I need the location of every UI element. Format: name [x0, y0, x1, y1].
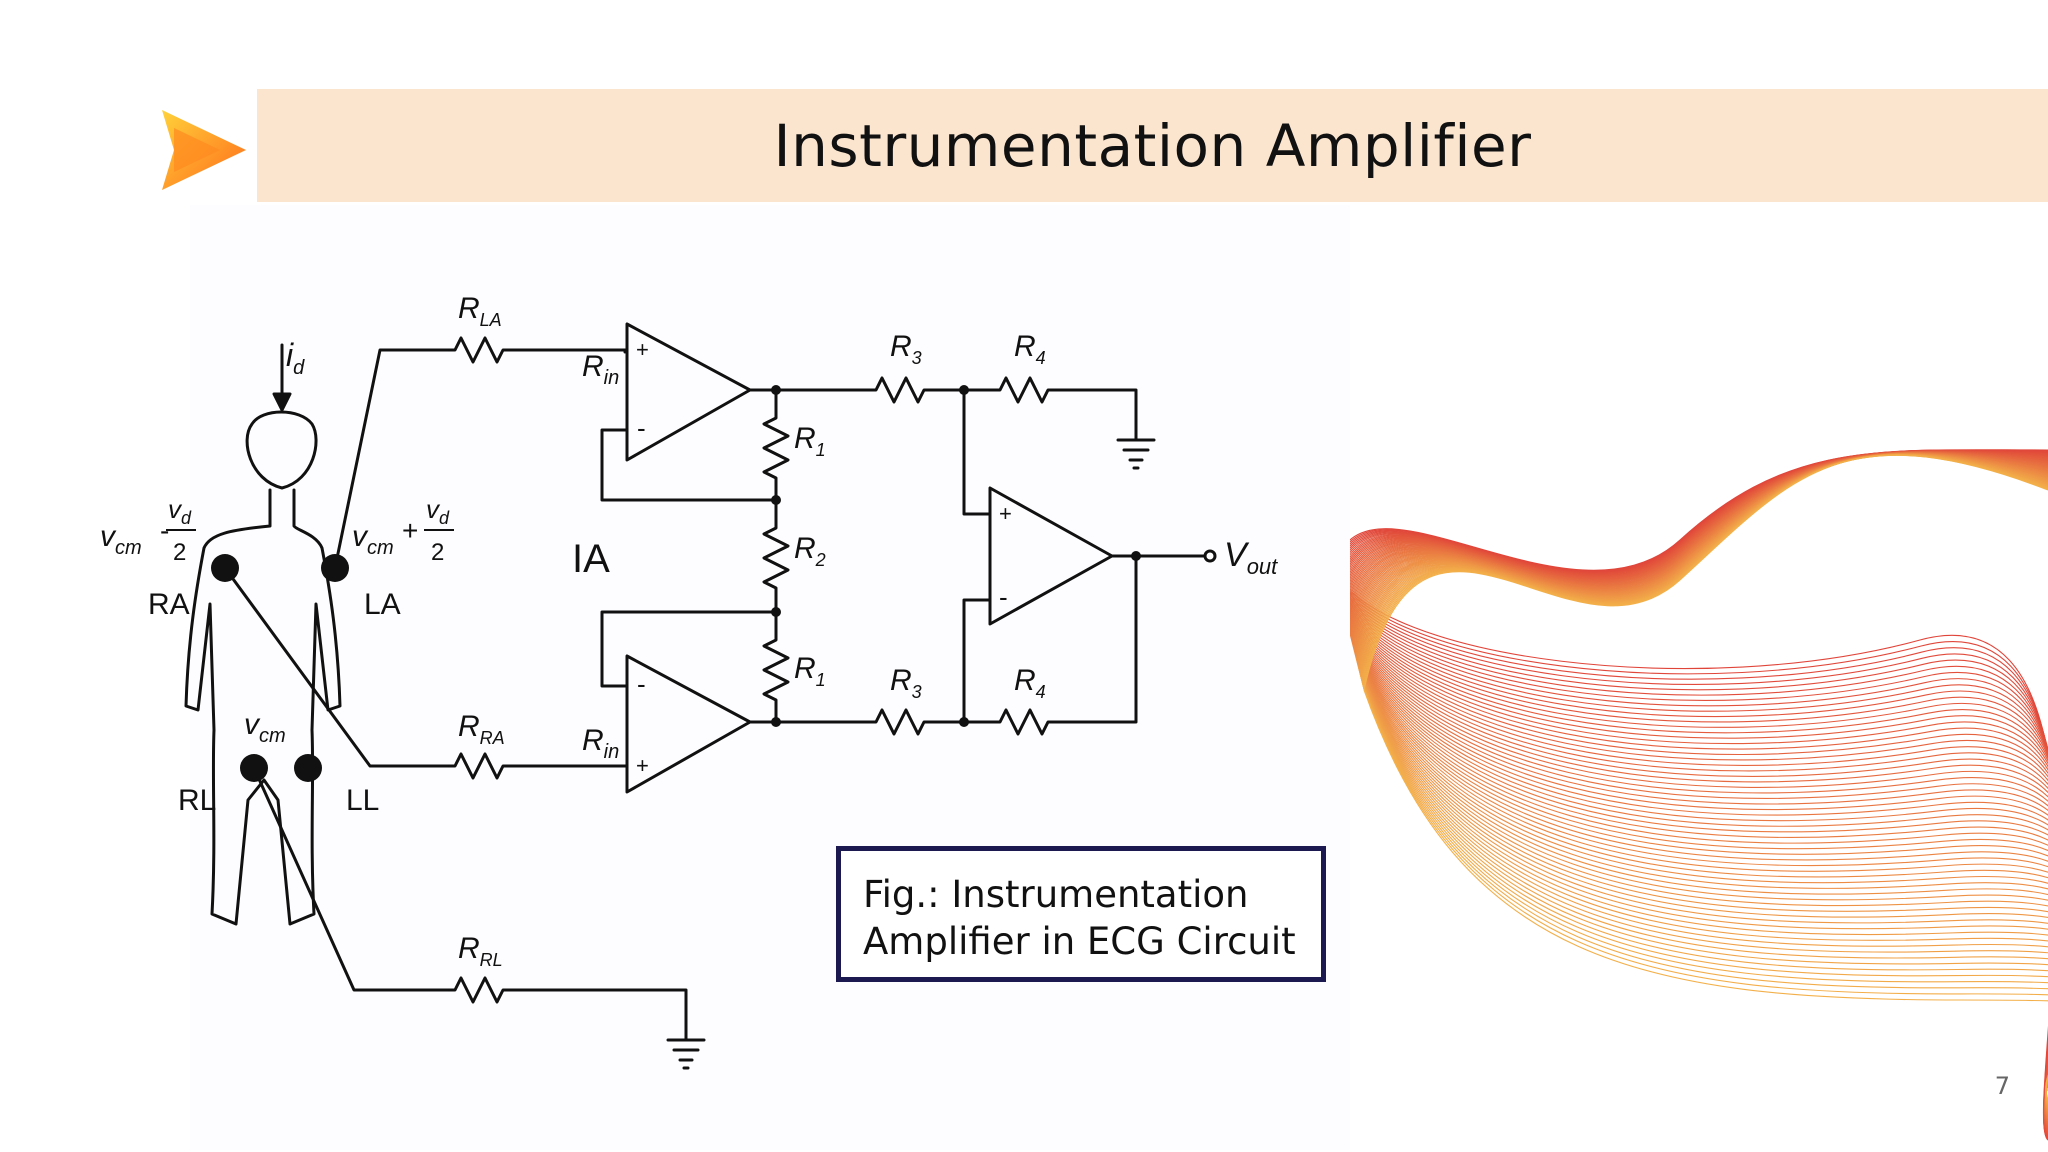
label-rra: RRA — [458, 710, 505, 748]
svg-text:2: 2 — [173, 539, 186, 566]
opamp-bottom — [625, 654, 752, 794]
label-r4-top: R4 — [1014, 330, 1046, 368]
la-voltage-label: vcm + vd 2 — [352, 494, 454, 566]
label-rin-bottom: Rin — [582, 724, 619, 763]
opamp-diff-minus: - — [999, 582, 1008, 612]
label-vout: Vout — [1224, 536, 1278, 579]
slide-title: Instrumentation Amplifier — [773, 111, 1532, 180]
label-r3-bottom: R3 — [890, 664, 922, 702]
output-terminal — [1203, 549, 1217, 563]
label-r3-top: R3 — [890, 330, 922, 368]
current-label: id — [286, 337, 305, 379]
figure-caption: Fig.: Instrumentation Amplifier in ECG C… — [863, 873, 1296, 963]
opamp-bottom-plus: + — [636, 753, 649, 778]
opamp-difference — [988, 486, 1114, 626]
page-number: 7 — [1994, 1072, 2010, 1100]
title-band: Instrumentation Amplifier — [257, 89, 2048, 202]
human-figure — [245, 410, 318, 490]
label-rin-top: Rin — [582, 350, 619, 389]
label-rla: RLA — [458, 292, 502, 330]
svg-text:+: + — [402, 515, 418, 546]
opamp-top — [625, 322, 752, 462]
electrode-rl — [240, 754, 268, 782]
label-r2: R2 — [794, 532, 826, 570]
opamp-bottom-minus: - — [637, 669, 646, 699]
ra-voltage-label: vcm - vd 2 — [100, 494, 196, 566]
opamp-diff-plus: + — [999, 501, 1012, 526]
label-rrl: RRL — [458, 932, 503, 970]
svg-text:vcm: vcm — [100, 520, 142, 559]
svg-text:-: - — [160, 515, 169, 546]
mesh-line — [1363, 454, 2048, 1101]
label-r4-bottom: R4 — [1014, 664, 1046, 702]
svg-text:vcm: vcm — [352, 520, 394, 559]
electrode-ra — [211, 554, 239, 582]
label-r1-top: R1 — [794, 422, 826, 460]
decorative-wave-mesh — [1333, 449, 2048, 1141]
label-r1-bottom: R1 — [794, 652, 826, 690]
label-ra: RA — [148, 588, 190, 621]
opamp-top-minus: - — [637, 413, 646, 443]
svg-text:vd: vd — [168, 494, 192, 528]
label-ll: LL — [346, 784, 379, 817]
label-rl: RL — [178, 784, 216, 817]
diagram-panel — [190, 205, 1350, 1150]
figure-caption-box: Fig.: Instrumentation Amplifier in ECG C… — [836, 846, 1326, 982]
electrode-ll — [294, 754, 322, 782]
ia-label: IA — [572, 537, 610, 581]
label-la: LA — [364, 588, 401, 621]
play-arrow-logo-icon — [162, 110, 246, 190]
vcm-body-label: vcm — [244, 708, 286, 747]
electrode-la — [321, 554, 349, 582]
opamp-top-plus: + — [636, 337, 649, 362]
svg-text:2: 2 — [431, 539, 444, 566]
svg-text:vd: vd — [426, 494, 450, 528]
